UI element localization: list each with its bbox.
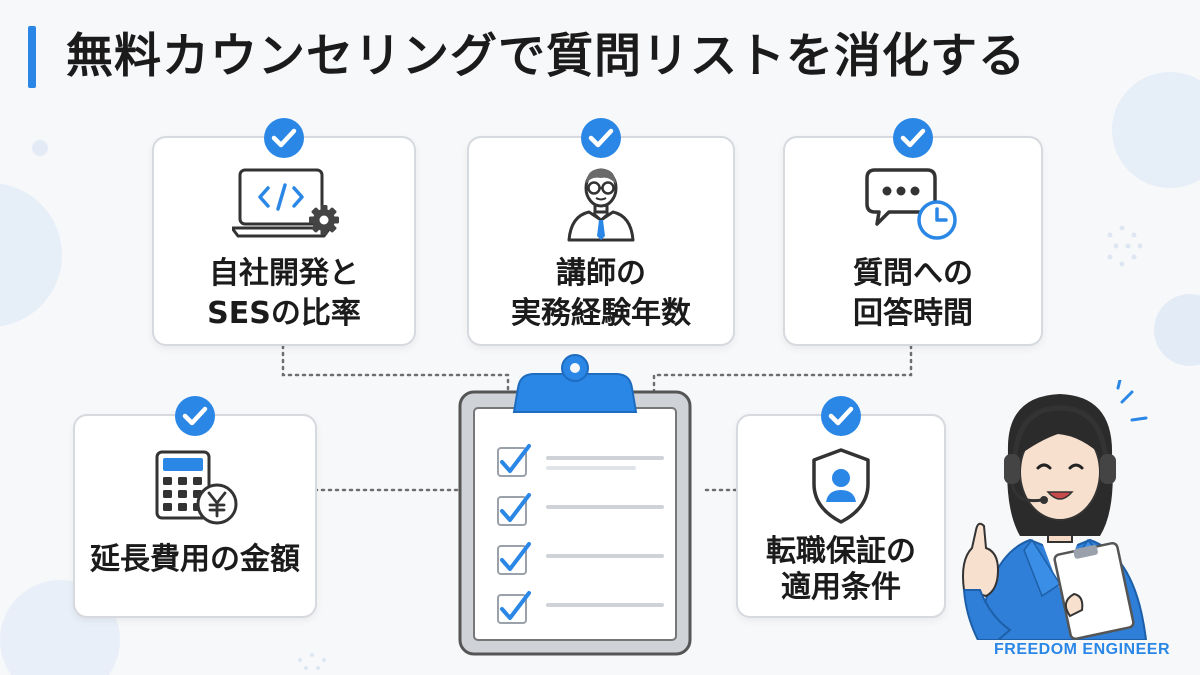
check-badge-icon xyxy=(893,118,933,158)
calculator-yen-icon xyxy=(155,450,238,525)
card-job-guarantee-conditions: 転職保証の 適用条件 xyxy=(736,396,946,618)
card-label: 回答時間 xyxy=(853,296,973,331)
checklist-clipboard-icon xyxy=(458,354,692,656)
laptop-code-gear-icon xyxy=(232,168,339,238)
card-label: 適用条件 xyxy=(781,570,901,605)
check-badge-icon xyxy=(264,118,304,158)
check-badge-icon xyxy=(581,118,621,158)
title-accent-bar xyxy=(28,26,36,88)
card-response-time: 質問への 回答時間 xyxy=(783,118,1043,346)
card-inhouse-ses-ratio: 自社開発と SESの比率 xyxy=(152,118,416,346)
card-label: 延長費用の金額 xyxy=(90,542,300,577)
brand-logo-text: FREEDOM ENGINEER xyxy=(993,641,1170,658)
card-label: SESの比率 xyxy=(207,296,361,331)
support-operator-illustration xyxy=(962,380,1148,640)
check-badge-icon xyxy=(821,396,861,436)
chat-clock-icon xyxy=(865,168,957,240)
instructor-icon xyxy=(567,168,635,242)
page-title: 無料カウンセリングで質問リストを消化する xyxy=(66,29,1026,84)
card-instructor-experience: 講師の 実務経験年数 xyxy=(467,118,735,346)
card-label: 講師の xyxy=(556,256,646,291)
card-label: 転職保証の xyxy=(766,534,916,569)
card-label: 自社開発と xyxy=(209,256,359,291)
check-badge-icon xyxy=(175,396,215,436)
card-extension-fee: 延長費用の金額 xyxy=(73,396,317,618)
card-label: 質問への xyxy=(853,256,973,291)
shield-user-icon xyxy=(812,448,870,524)
card-label: 実務経験年数 xyxy=(511,296,691,331)
